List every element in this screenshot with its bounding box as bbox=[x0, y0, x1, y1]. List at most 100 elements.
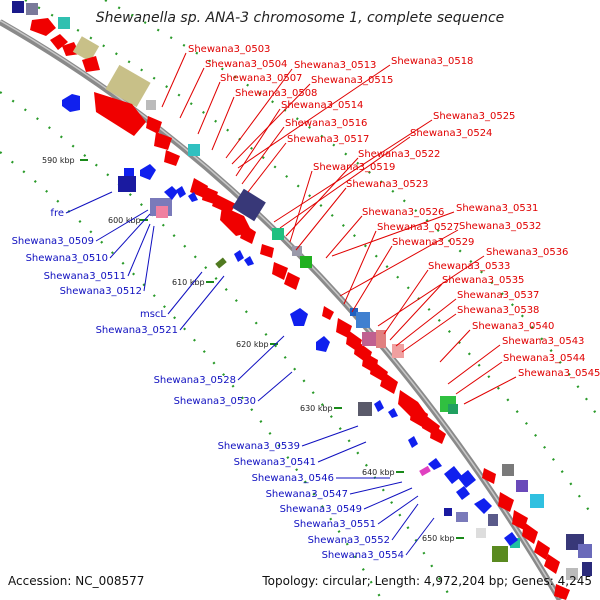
gene-label[interactable]: Shewana3_0512 bbox=[60, 286, 142, 297]
feature-block[interactable] bbox=[358, 402, 372, 416]
gene-label[interactable]: Shewana3_0531 bbox=[456, 203, 538, 214]
feature-block[interactable] bbox=[510, 538, 520, 548]
feature-arrow[interactable] bbox=[290, 308, 308, 326]
gene-label[interactable]: Shewana3_0515 bbox=[311, 75, 393, 86]
feature-arrow[interactable] bbox=[374, 400, 384, 412]
feature-arrow[interactable] bbox=[62, 94, 80, 112]
feature-block[interactable] bbox=[476, 528, 486, 538]
gene-label[interactable]: Shewana3_0551 bbox=[294, 519, 376, 530]
gene-label[interactable]: Shewana3_0517 bbox=[287, 134, 369, 145]
feature-arrow[interactable] bbox=[140, 164, 156, 180]
gene-label[interactable]: Shewana3_0541 bbox=[234, 457, 316, 468]
gene-label[interactable]: Shewana3_0540 bbox=[472, 321, 554, 332]
gene-label[interactable]: Shewana3_0525 bbox=[433, 111, 515, 122]
feature-arrow[interactable] bbox=[444, 466, 462, 484]
feature-arrow[interactable] bbox=[240, 224, 256, 244]
gene-label[interactable]: Shewana3_0538 bbox=[457, 305, 539, 316]
feature-block[interactable] bbox=[492, 546, 508, 562]
feature-arrow[interactable] bbox=[82, 56, 100, 72]
gene-label[interactable]: fre bbox=[50, 208, 64, 219]
feature-arrow[interactable] bbox=[164, 186, 178, 200]
gene-label[interactable]: Shewana3_0513 bbox=[294, 60, 376, 71]
gene-label[interactable]: Shewana3_0543 bbox=[502, 336, 584, 347]
feature-block[interactable] bbox=[362, 332, 376, 346]
gene-label[interactable]: Shewana3_0554 bbox=[322, 550, 404, 561]
feature-block[interactable] bbox=[146, 100, 156, 110]
feature-block[interactable] bbox=[566, 568, 578, 580]
feature-block[interactable] bbox=[516, 480, 528, 492]
gene-label[interactable]: Shewana3_0510 bbox=[26, 253, 108, 264]
gene-label[interactable]: Shewana3_0504 bbox=[205, 59, 287, 70]
feature-block[interactable] bbox=[530, 494, 544, 508]
gene-label[interactable]: Shewana3_0532 bbox=[459, 221, 541, 232]
feature-arrow[interactable] bbox=[482, 468, 496, 484]
feature-arrow[interactable] bbox=[202, 186, 218, 204]
feature-arrow[interactable] bbox=[456, 486, 470, 500]
feature-arrow[interactable] bbox=[94, 92, 146, 136]
gene-label[interactable]: Shewana3_0523 bbox=[346, 179, 428, 190]
feature-block[interactable] bbox=[232, 188, 266, 222]
feature-block[interactable] bbox=[26, 3, 38, 15]
feature-block[interactable] bbox=[105, 64, 151, 108]
gene-label[interactable]: Shewana3_0522 bbox=[358, 149, 440, 160]
feature-arrow[interactable] bbox=[544, 554, 560, 574]
gene-label[interactable]: Shewana3_0511 bbox=[44, 271, 126, 282]
gene-label[interactable]: Shewana3_0521 bbox=[96, 325, 178, 336]
feature-block[interactable] bbox=[156, 206, 168, 218]
feature-arrow[interactable] bbox=[244, 256, 254, 266]
feature-block[interactable] bbox=[118, 176, 136, 192]
feature-arrow[interactable] bbox=[316, 336, 330, 352]
feature-arrow[interactable] bbox=[474, 498, 492, 514]
feature-block[interactable] bbox=[272, 228, 284, 240]
gene-label[interactable]: Shewana3_0552 bbox=[308, 535, 390, 546]
feature-block[interactable] bbox=[215, 257, 227, 269]
gene-label[interactable]: Shewana3_0536 bbox=[486, 247, 568, 258]
feature-block[interactable] bbox=[502, 464, 514, 476]
feature-arrow[interactable] bbox=[284, 272, 300, 290]
gene-label[interactable]: Shewana3_0545 bbox=[518, 368, 600, 379]
gene-label[interactable]: Shewana3_0516 bbox=[285, 118, 367, 129]
gene-label[interactable]: Shewana3_0514 bbox=[281, 100, 363, 111]
gene-label[interactable]: Shewana3_0547 bbox=[266, 489, 348, 500]
gene-label[interactable]: Shewana3_0533 bbox=[428, 261, 510, 272]
feature-arrow[interactable] bbox=[408, 436, 418, 448]
gene-label[interactable]: Shewana3_0539 bbox=[218, 441, 300, 452]
feature-arrow[interactable] bbox=[212, 194, 236, 214]
feature-block[interactable] bbox=[456, 512, 468, 522]
feature-block[interactable] bbox=[188, 144, 200, 156]
feature-arrow[interactable] bbox=[154, 132, 172, 150]
feature-block[interactable] bbox=[356, 312, 370, 328]
gene-label[interactable]: mscL bbox=[140, 309, 166, 320]
feature-arrow[interactable] bbox=[458, 470, 476, 488]
feature-block[interactable] bbox=[58, 17, 70, 29]
feature-block[interactable] bbox=[582, 562, 592, 576]
gene-label[interactable]: Shewana3_0518 bbox=[391, 56, 473, 67]
feature-arrow[interactable] bbox=[498, 492, 514, 512]
feature-arrow[interactable] bbox=[164, 150, 180, 166]
feature-arrow[interactable] bbox=[234, 250, 244, 262]
gene-label[interactable]: Shewana3_0546 bbox=[252, 473, 334, 484]
feature-arrow[interactable] bbox=[504, 532, 518, 546]
feature-arrow[interactable] bbox=[188, 192, 198, 202]
gene-label[interactable]: Shewana3_0526 bbox=[362, 207, 444, 218]
feature-arrow[interactable] bbox=[380, 372, 398, 394]
feature-arrow[interactable] bbox=[430, 424, 446, 444]
feature-arrow[interactable] bbox=[30, 18, 56, 36]
feature-block[interactable] bbox=[578, 544, 592, 558]
gene-label[interactable]: Shewana3_0509 bbox=[12, 236, 94, 247]
feature-arrow[interactable] bbox=[388, 408, 398, 418]
feature-block[interactable] bbox=[12, 1, 24, 13]
feature-arrow[interactable] bbox=[146, 116, 162, 134]
feature-arrow[interactable] bbox=[50, 34, 68, 50]
feature-block[interactable] bbox=[376, 330, 386, 348]
gene-label[interactable]: Shewana3_0508 bbox=[235, 88, 317, 99]
gene-label[interactable]: Shewana3_0529 bbox=[392, 237, 474, 248]
gene-label[interactable]: Shewana3_0535 bbox=[442, 275, 524, 286]
feature-arrow[interactable] bbox=[534, 540, 550, 560]
feature-arrow[interactable] bbox=[322, 306, 334, 320]
gene-label[interactable]: Shewana3_0544 bbox=[503, 353, 585, 364]
feature-block[interactable] bbox=[292, 246, 302, 256]
feature-block[interactable] bbox=[300, 256, 312, 268]
feature-block[interactable] bbox=[444, 508, 452, 516]
feature-block[interactable] bbox=[392, 344, 404, 358]
